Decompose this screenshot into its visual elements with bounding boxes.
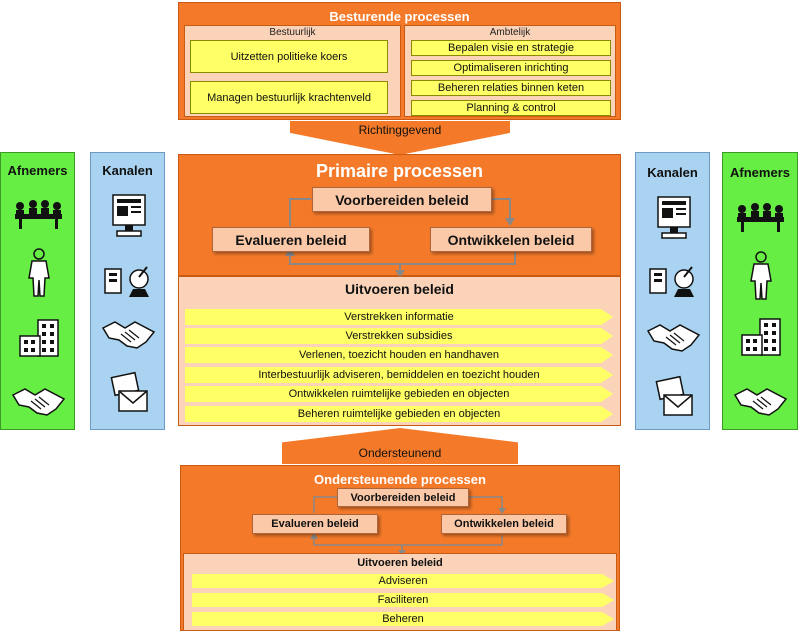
ambtelijk-item: Beheren relaties binnen keten: [411, 80, 611, 96]
ondersteunend-uitvoeren-item: Faciliteren: [192, 593, 614, 607]
ondersteunend-label: Ondersteunend: [358, 446, 442, 460]
bestuurlijk-label: Bestuurlijk: [269, 27, 316, 38]
handshake-icon: [101, 321, 156, 349]
phone-desk-icon: [649, 266, 694, 297]
primair-evalueren-beleid: Evalueren beleid: [212, 227, 370, 252]
handshake-icon: [11, 388, 66, 416]
ambtelijk-item: Optimaliseren inrichting: [411, 60, 611, 76]
bestuurlijk-item: Managen bestuurlijk krachtenveld: [190, 81, 388, 114]
primair-uitvoeren-panel: Uitvoeren beleid Verstrekken informatie …: [178, 276, 621, 426]
person-icon: [750, 251, 772, 300]
right-kanalen-column: Kanalen: [635, 152, 710, 430]
ambtelijk-item: Bepalen visie en strategie: [411, 40, 611, 56]
richtinggevend-label: Richtinggevend: [358, 123, 442, 137]
uitvoeren-item: Interbestuurlijk adviseren, bemiddelen e…: [185, 367, 613, 383]
ondersteunend-uitvoeren-item: Beheren: [192, 612, 614, 626]
ondersteunend-uitvoeren-item: Adviseren: [192, 574, 614, 588]
phone-desk-icon: [104, 266, 149, 297]
meeting-group-icon: [737, 203, 784, 232]
ondersteunend-voorbereiden-beleid: Voorbereiden beleid: [337, 488, 469, 507]
building-icon: [741, 318, 781, 356]
mail-icon: [110, 371, 148, 412]
ondersteunend-uitvoeren-title: Uitvoeren beleid: [357, 557, 443, 569]
computer-icon: [112, 194, 146, 237]
handshake-icon: [646, 324, 701, 352]
computer-icon: [657, 196, 691, 239]
bestuurlijk-box: Bestuurlijk Uitzetten politieke koers Ma…: [184, 25, 401, 117]
ambtelijk-label: Ambtelijk: [489, 27, 531, 38]
handshake-icon: [733, 388, 788, 416]
left-afnemers-column: Afnemers: [0, 152, 75, 430]
mail-icon: [655, 375, 693, 416]
left-kanalen-title: Kanalen: [102, 163, 153, 178]
ondersteunende-cycle-arrows: [310, 496, 506, 555]
left-afnemers-title: Afnemers: [7, 163, 68, 178]
primair-voorbereiden-beleid: Voorbereiden beleid: [312, 187, 492, 212]
primair-ontwikkelen-beleid: Ontwikkelen beleid: [430, 227, 592, 252]
primaire-cycle-arrows: [285, 198, 516, 276]
ondersteunend-evalueren-beleid: Evalueren beleid: [252, 514, 378, 534]
ondersteunend-ontwikkelen-beleid: Ontwikkelen beleid: [441, 514, 567, 534]
ondersteunend-uitvoeren-panel: Uitvoeren beleid Adviseren Faciliteren B…: [183, 553, 617, 631]
besturende-title: Besturende processen: [329, 9, 470, 24]
uitvoeren-item: Beheren ruimtelijke gebieden en objecten: [185, 406, 613, 422]
meeting-group-icon: [15, 200, 62, 229]
ambtelijk-box: Ambtelijk Bepalen visie en strategie Opt…: [404, 25, 616, 117]
primaire-processen-panel: Primaire processen: [178, 154, 621, 276]
primaire-title: Primaire processen: [315, 161, 484, 181]
primair-uitvoeren-title: Uitvoeren beleid: [345, 281, 454, 297]
right-kanalen-title: Kanalen: [647, 165, 698, 180]
bestuurlijk-item: Uitzetten politieke koers: [190, 40, 388, 73]
right-afnemers-title: Afnemers: [730, 165, 790, 180]
uitvoeren-item: Ontwikkelen ruimtelijke gebieden en obje…: [185, 386, 613, 402]
uitvoeren-item: Verstrekken subsidies: [185, 328, 613, 344]
uitvoeren-item: Verlenen, toezicht houden en handhaven: [185, 347, 613, 363]
besturende-processen-panel: Besturende processen Bestuurlijk Uitzett…: [178, 2, 621, 120]
right-afnemers-column: Afnemers: [722, 152, 798, 430]
building-icon: [19, 319, 59, 357]
ondersteunende-title: Ondersteunende processen: [314, 472, 486, 487]
person-icon: [28, 248, 50, 297]
uitvoeren-item: Verstrekken informatie: [185, 309, 613, 325]
ambtelijk-item: Planning & control: [411, 100, 611, 116]
left-kanalen-column: Kanalen: [90, 152, 165, 430]
